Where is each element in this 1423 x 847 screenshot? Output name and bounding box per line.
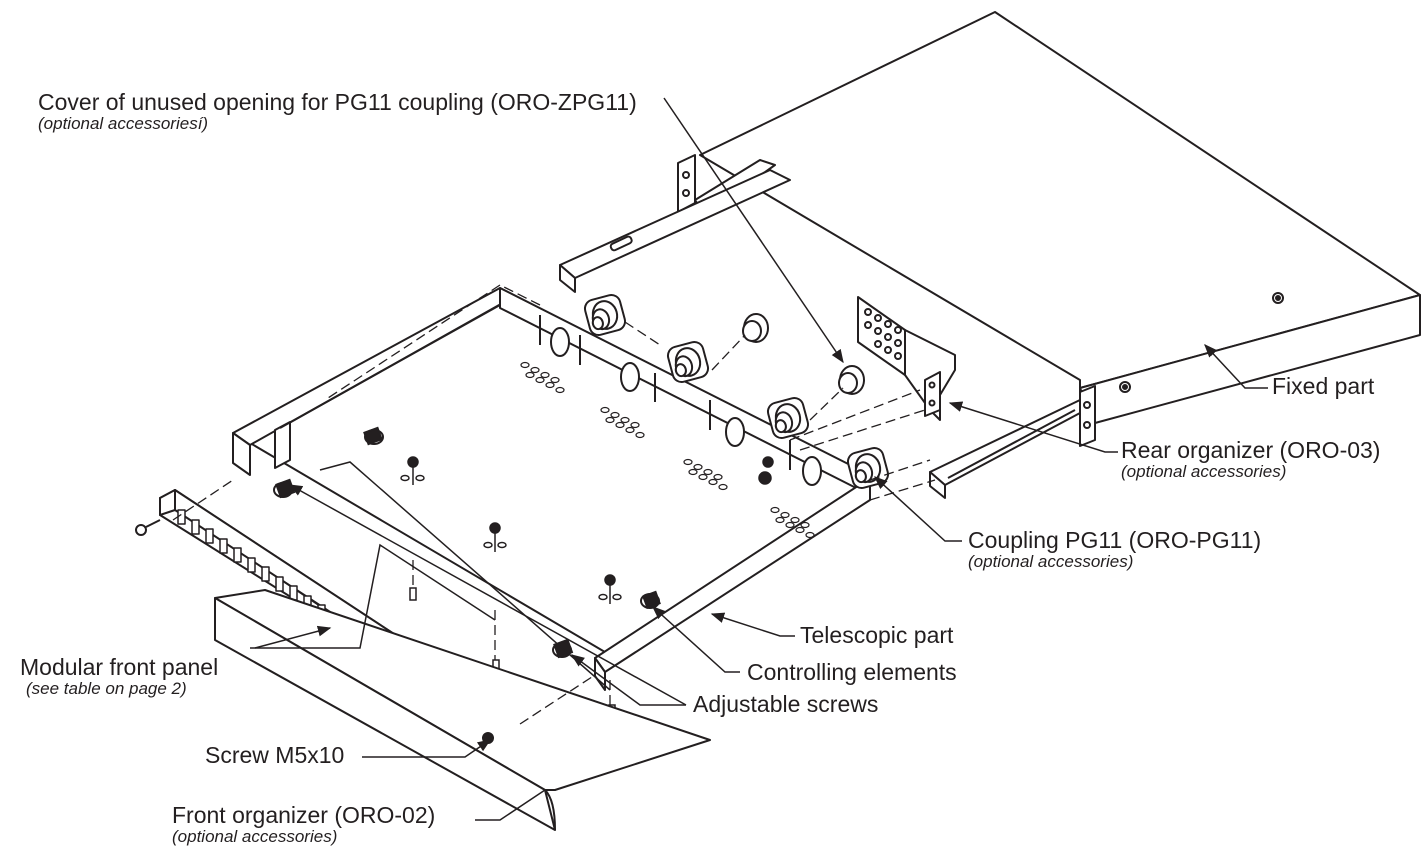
label-cover-opening-title: Cover of unused opening for PG11 couplin… xyxy=(38,89,637,115)
label-telescopic-part: Telescopic part xyxy=(800,623,953,648)
front-organizer xyxy=(214,589,711,831)
label-fixed-part: Fixed part xyxy=(1272,374,1374,399)
label-modular-front-panel-title: Modular front panel xyxy=(20,654,219,680)
label-front-organizer-note: (optional accessories) xyxy=(172,827,338,846)
label-coupling-pg11-title: Coupling PG11 (ORO-PG11) xyxy=(968,527,1262,553)
label-rear-organizer: Rear organizer (ORO-03) (optional access… xyxy=(1121,438,1380,481)
tray-ventilation-holes xyxy=(520,361,815,539)
label-cover-opening-note: (optional accessoriesí) xyxy=(38,114,209,133)
rear-organizer xyxy=(857,296,956,421)
label-rear-organizer-note: (optional accessories) xyxy=(1121,462,1287,481)
tray-standoffs xyxy=(400,456,622,604)
label-controlling-elements-title: Controlling elements xyxy=(747,659,957,685)
label-controlling-elements: Controlling elements xyxy=(747,660,957,685)
label-front-organizer: Front organizer (ORO-02) (optional acces… xyxy=(172,803,435,846)
label-fixed-part-title: Fixed part xyxy=(1272,373,1375,399)
label-screw-m5x10-title: Screw M5x10 xyxy=(205,742,345,768)
label-screw-m5x10: Screw M5x10 xyxy=(205,743,344,768)
assembly-guide-lines xyxy=(172,284,936,725)
pg11-couplings xyxy=(583,293,890,490)
label-modular-front-panel-note: (see table on page 2) xyxy=(26,679,187,698)
label-coupling-pg11-note: (optional accessories) xyxy=(968,552,1134,571)
label-telescopic-part-title: Telescopic part xyxy=(800,622,954,648)
fixed-part-housing xyxy=(699,11,1421,447)
label-adjustable-screws-title: Adjustable screws xyxy=(693,691,879,717)
label-rear-organizer-title: Rear organizer (ORO-03) xyxy=(1121,437,1381,463)
label-modular-front-panel: Modular front panel (see table on page 2… xyxy=(20,655,218,698)
fixed-part-right-rail xyxy=(929,399,1081,499)
label-coupling-pg11: Coupling PG11 (ORO-PG11) (optional acces… xyxy=(968,528,1261,571)
label-cover-opening: Cover of unused opening for PG11 couplin… xyxy=(38,90,637,133)
fixed-part-left-rail xyxy=(559,154,791,293)
leader-lines xyxy=(250,97,1268,821)
label-adjustable-screws: Adjustable screws xyxy=(693,692,878,717)
label-front-organizer-title: Front organizer (ORO-02) xyxy=(172,802,436,828)
